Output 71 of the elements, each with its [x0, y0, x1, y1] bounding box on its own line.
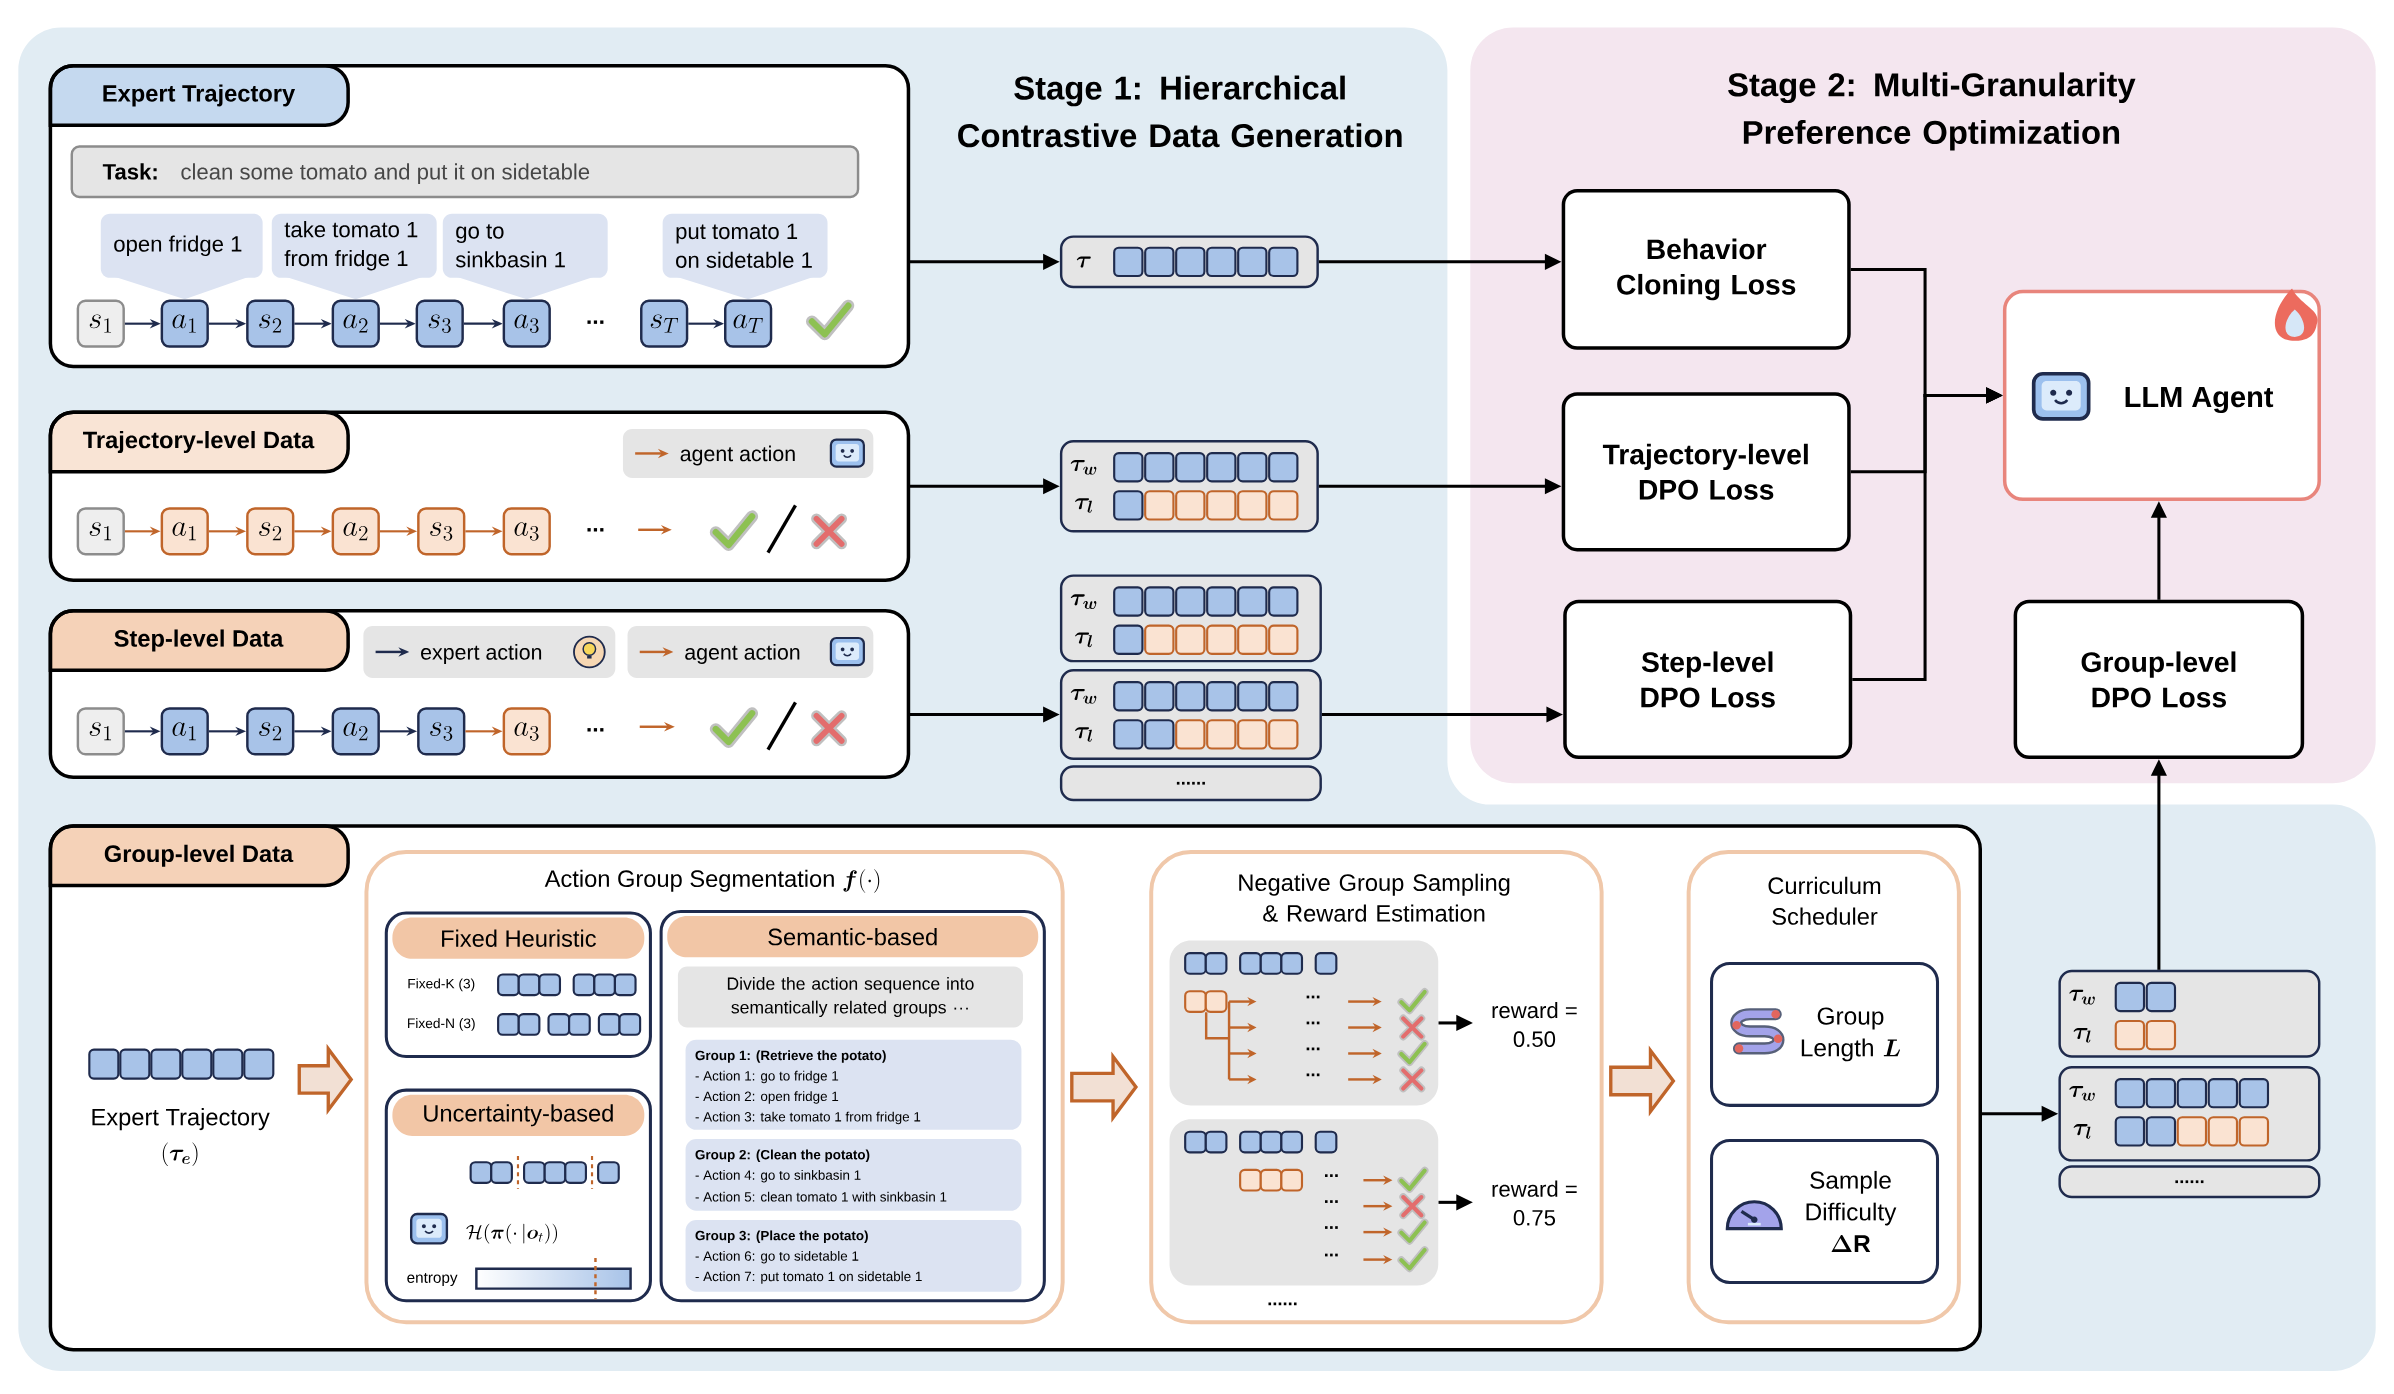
sequence-box: $a_1$ [160, 299, 209, 348]
bar-label: entropy [407, 1272, 458, 1286]
data-card: ...... [2058, 1165, 2321, 1199]
block-arrow [1070, 1051, 1139, 1123]
criterion-box: Group Length $\boldsymbol{L}$ [1710, 961, 1940, 1107]
sequence-box: $a_2$ [331, 507, 380, 556]
sequence-box: $s_3$ [415, 299, 464, 348]
row-label: Fixed-N (3) [408, 1018, 475, 1031]
data-card: $\boldsymbol{\tau_w}$ $\boldsymbol{\tau_l}$ [1059, 669, 1322, 761]
sequence-box: $s_1$ [76, 507, 125, 556]
entropy-formula: $\mathcal{H}(\boldsymbol{\pi}(\cdot\,|\boldsymbol{o}_t))$ [466, 1223, 558, 1244]
sequence-box: $s_1$ [76, 707, 125, 756]
stage-heading: Stage 2: Multi-Granularity Preference Optimization [1728, 72, 2136, 151]
ellipsis: ...... [1268, 1302, 1297, 1306]
sequence-box: $s_2$ [246, 707, 295, 756]
trajectory-label: Expert Trajectory $(\boldsymbol{\tau_e})$ [92, 1108, 270, 1167]
ellipsis: ... [587, 728, 604, 732]
node-label: ... [1306, 1073, 1320, 1077]
sequence-box: $s_T$ [640, 299, 689, 348]
data-card: $\boldsymbol{\tau_w}$ $\boldsymbol{\tau_l}$ [2058, 1066, 2321, 1162]
node-label: ... [1324, 1226, 1338, 1229]
legend-box: agent action [627, 626, 874, 678]
speech-bubble: put tomato 1 on sidetable 1 [662, 213, 828, 300]
data-card: ...... [1059, 765, 1322, 802]
loss-box: Group-level DPO Loss [2013, 599, 2305, 760]
legend-box: expert action [363, 626, 616, 678]
group-box: Group 2: (Clean the potato) - Action 4: go to sinkbasin 1 - Action 5: clean tomato 1 with sinkbasin 1 [685, 1139, 1022, 1211]
sequence-box: $a_3$ [502, 299, 551, 348]
instruction-box: Divide the action sequence into semantically related groups ··· [677, 966, 1023, 1028]
reward-label: reward = 0.50 [1492, 1002, 1577, 1047]
agent-box: LLM Agent [2002, 289, 2321, 502]
ellipsis: ... [587, 528, 604, 532]
sequence-box: $a_2$ [331, 707, 380, 756]
criterion-box: Sample Difficulty $\boldsymbol{\Delta\mathrm{R}}$ [1710, 1139, 1940, 1285]
sequence-box: $a_2$ [331, 299, 380, 348]
stage-heading: Stage 1: Hierarchical Contrastive Data Generation [958, 75, 1402, 148]
sequence-box: $a_1$ [160, 707, 209, 756]
node-label: ... [1324, 1174, 1338, 1178]
group-box: Group 1: (Retrieve the potato) - Action 1: go to fridge 1 - Action 2: open fridge 1 - Action 3: take tomato 1 from fridge 1 [685, 1039, 1022, 1130]
ellipsis: ... [587, 320, 604, 324]
speech-bubble: take tomato 1 from fridge 1 [271, 213, 437, 300]
sequence-box: $a_3$ [502, 507, 551, 556]
sequence-box: $s_3$ [417, 507, 466, 556]
speech-bubble: open fridge 1 [100, 213, 263, 300]
loss-box: Step-level DPO Loss [1563, 599, 1853, 760]
reward-label: reward = 0.75 [1492, 1180, 1577, 1226]
loss-box: Behavior Cloning Loss [1561, 189, 1851, 350]
block-arrow [1609, 1045, 1676, 1117]
sequence-box: $a_1$ [160, 507, 209, 556]
node-label: ... [1306, 1047, 1320, 1051]
sequence-box: $s_3$ [417, 707, 466, 756]
sequence-box: $s_2$ [246, 299, 295, 348]
speech-bubble: go to sinkbasin 1 [442, 213, 608, 300]
task-box: Task: clean some tomato and put it on sidetable [70, 145, 860, 199]
data-card: $\boldsymbol{\tau_w}$ $\boldsymbol{\tau_l}$ [1059, 440, 1319, 533]
node-label: ... [1324, 1253, 1338, 1257]
data-card: $\boldsymbol{\tau_w}$ $\boldsymbol{\tau_l}$ [2058, 969, 2321, 1058]
sequence-box: $s_2$ [246, 507, 295, 556]
loss-box: Trajectory-level DPO Loss [1561, 392, 1851, 552]
sequence-box: $a_3$ [502, 707, 551, 756]
group-box: Group 3: (Place the potato) - Action 6: go to sidetable 1 - Action 7: put tomato 1 on sidetable 1 [685, 1219, 1022, 1292]
node-label: ... [1306, 1021, 1320, 1025]
sequence-box: $s_1$ [76, 299, 125, 348]
row-label: Fixed-K (3) [408, 978, 475, 992]
sequence-box: $a_T$ [724, 299, 773, 348]
node-label: ... [1324, 1200, 1338, 1203]
legend-box: agent action [622, 429, 874, 478]
data-card: $\boldsymbol{\tau_w}$ $\boldsymbol{\tau_l}$ [1059, 574, 1322, 663]
data-card: $\boldsymbol{\tau}$ [1059, 235, 1319, 289]
node-label: ... [1306, 995, 1320, 999]
block-arrow [297, 1043, 354, 1116]
